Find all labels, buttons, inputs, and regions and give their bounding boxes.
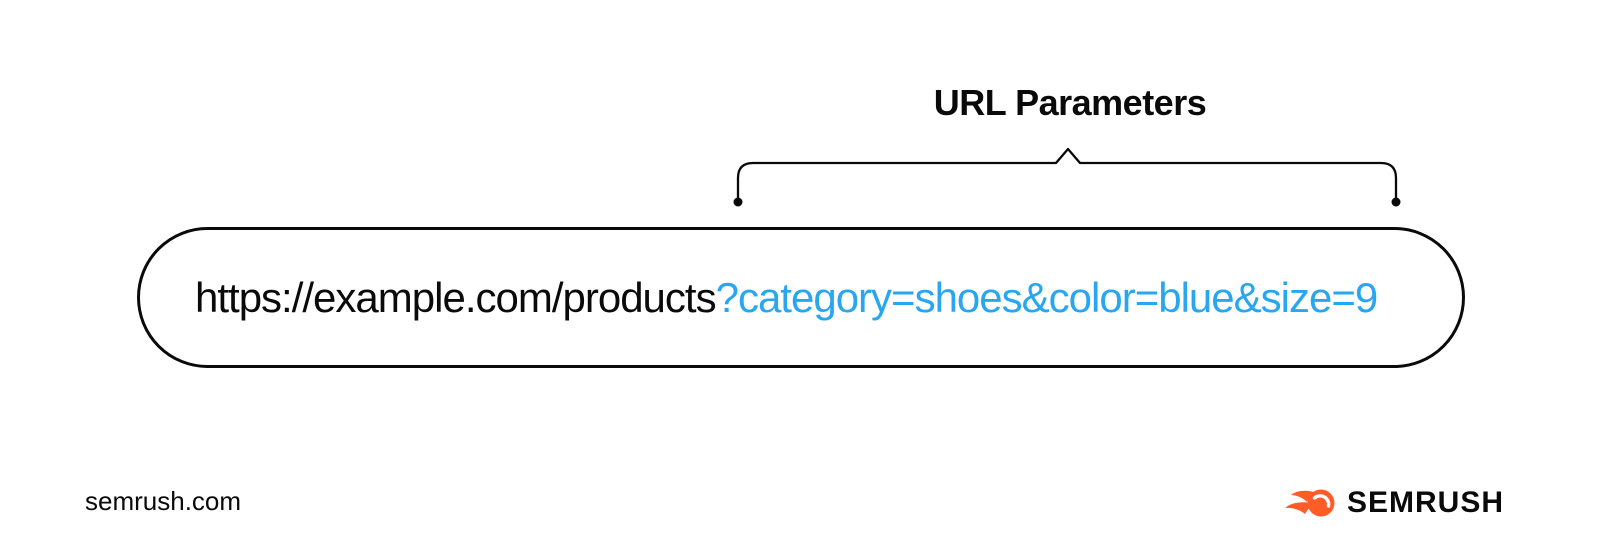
url-pill: https://example.com/products?category=sh… bbox=[137, 227, 1465, 368]
url-text: https://example.com/products?category=sh… bbox=[195, 273, 1379, 322]
watermark-semrush-com: semrush.com bbox=[85, 486, 242, 516]
brace-annotation bbox=[733, 147, 1401, 207]
semrush-logo: SEMRUSH bbox=[1284, 487, 1504, 519]
url-parameters-label: URL Parameters bbox=[933, 82, 1207, 123]
url-query-params: ?category=shoes&color=blue&size=9 bbox=[715, 273, 1379, 321]
brace-left-dot bbox=[733, 197, 743, 207]
brace-path bbox=[736, 147, 1398, 203]
url-base: https://example.com/products bbox=[195, 273, 717, 321]
semrush-wordmark: SEMRUSH bbox=[1347, 486, 1505, 519]
brace-right-dot bbox=[1391, 197, 1401, 207]
semrush-flame-icon bbox=[1285, 489, 1335, 517]
